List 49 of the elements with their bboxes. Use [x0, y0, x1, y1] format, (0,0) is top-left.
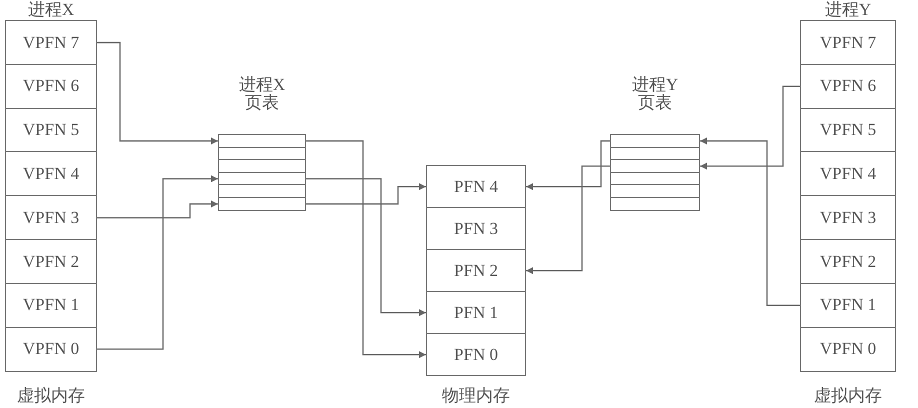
page-frame-cell: VPFN 2	[5, 239, 97, 284]
page-frame-cell: VPFN 4	[800, 151, 896, 196]
column-label: 虚拟内存	[813, 386, 883, 405]
column-label: 物理内存	[441, 386, 511, 405]
table-title: 进程X页表	[238, 76, 286, 112]
page-frame-cell: VPFN 5	[800, 108, 896, 153]
table-title: 进程Y页表	[630, 76, 680, 112]
arrow	[97, 42, 218, 144]
page-frame-cell: VPFN 2	[800, 239, 896, 284]
arrow	[306, 140, 426, 358]
page-frame-cell: VPFN 0	[5, 326, 97, 372]
arrow	[700, 86, 800, 170]
page-frame-cell: PFN 2	[426, 249, 526, 292]
memory-column	[426, 165, 526, 405]
arrow	[306, 183, 426, 205]
table-row	[218, 184, 306, 198]
page-frame-cell: PFN 1	[426, 291, 526, 334]
page-frame-cell: VPFN 4	[5, 151, 97, 196]
column-heading: 进程Y	[824, 0, 872, 19]
arrow	[526, 165, 610, 274]
arrow	[97, 175, 218, 350]
page-frame-cell: VPFN 0	[800, 326, 896, 372]
table-row	[610, 197, 700, 211]
page-frame-cell: VPFN 5	[5, 108, 97, 153]
memory-column	[5, 0, 97, 405]
table-row	[218, 134, 306, 148]
page-frame-cell: VPFN 7	[5, 20, 97, 66]
table-row	[610, 184, 700, 198]
table-row	[218, 197, 306, 211]
page-frame-cell: PFN 3	[426, 207, 526, 250]
arrow	[97, 200, 218, 218]
arrow	[306, 178, 426, 316]
page-frame-cell: PFN 4	[426, 165, 526, 208]
page-frame-cell: VPFN 6	[800, 64, 896, 109]
column-label: 虚拟内存	[16, 386, 86, 405]
column-heading: 进程X	[26, 0, 76, 19]
page-frame-cell: VPFN 3	[800, 195, 896, 240]
page-frame-cell: VPFN 3	[5, 195, 97, 240]
arrow	[526, 140, 610, 190]
page-frame-cell: VPFN 7	[800, 20, 896, 66]
page-frame-cell: VPFN 1	[5, 282, 97, 328]
page-frame-cell: PFN 0	[426, 333, 526, 376]
table-row	[610, 134, 700, 148]
arrow	[700, 137, 800, 306]
table-row	[218, 159, 306, 174]
page-frame-cell: VPFN 6	[5, 64, 97, 109]
page-frame-cell: VPFN 1	[800, 282, 896, 328]
table-row	[610, 159, 700, 174]
memory-column	[800, 0, 896, 405]
